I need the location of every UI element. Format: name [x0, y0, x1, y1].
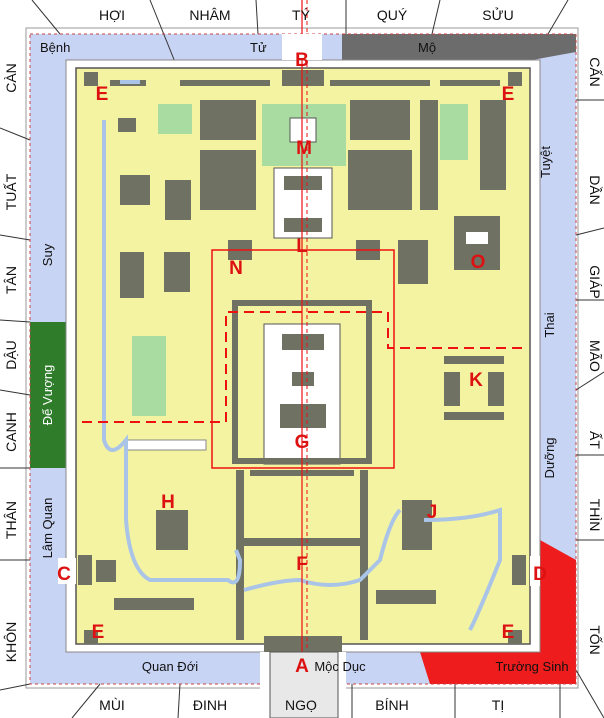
compass-hoi: HỢI	[99, 7, 125, 23]
compass-ton: TỐN	[587, 625, 604, 655]
compass-dan: DẦN	[587, 175, 603, 205]
marker-e-se: E	[502, 622, 515, 643]
building-j	[402, 500, 432, 550]
marker-e-sw: E	[92, 622, 105, 643]
marker-e-nw: E	[96, 84, 109, 105]
marker-o: O	[471, 252, 486, 273]
compass-ti: TỊ	[492, 697, 504, 713]
marker-f: F	[296, 554, 308, 575]
zone-outline-g	[211, 249, 395, 469]
marker-j: J	[427, 502, 438, 523]
marker-l: L	[296, 236, 308, 257]
marker-c: C	[57, 564, 71, 585]
stage-truong-sinh: Trường Sinh	[495, 659, 568, 674]
compass-thin: THÌN	[587, 499, 603, 532]
compass-quy: QUÝ	[377, 7, 408, 23]
stage-mo: Mộ	[418, 40, 436, 55]
west-buildings	[78, 72, 526, 656]
compass-binh: BÍNH	[375, 697, 408, 713]
compass-canh: CANH	[3, 412, 19, 452]
garden-nw	[158, 104, 192, 134]
water-channels	[102, 80, 502, 631]
marker-m: M	[296, 138, 312, 159]
compass-dinh: ĐINH	[193, 697, 227, 713]
marker-k: K	[469, 370, 483, 391]
building-h-roof	[125, 439, 207, 451]
west-gate	[58, 558, 76, 584]
stage-duong: Dưỡng	[542, 437, 557, 478]
garden-west	[132, 336, 166, 416]
stage-tuyet: Tuyệt	[538, 146, 553, 178]
stage-thai: Thai	[542, 312, 557, 337]
compass-ty: TÝ	[292, 7, 311, 23]
compass-can-right: CẤN	[587, 57, 603, 87]
compass-mao: MÃO	[587, 340, 603, 372]
compass-suu: SỬU	[482, 6, 513, 23]
garden-ne	[440, 104, 468, 160]
marker-e-ne: E	[502, 84, 515, 105]
north-gate	[282, 34, 322, 60]
compass-dau: DẬU	[3, 340, 19, 370]
stage-moc-duc: Mộc Dục	[314, 659, 366, 674]
compass-at: ẤT	[587, 431, 603, 449]
marker-n: N	[229, 258, 243, 279]
building-o-center	[466, 232, 488, 244]
stage-suy: Suy	[40, 243, 55, 266]
marker-g: G	[295, 432, 310, 453]
stage-benh: Bệnh	[40, 40, 70, 55]
stage-tu: Tử	[250, 40, 267, 55]
mo-section	[342, 34, 576, 60]
compass-khon: KHÔN	[3, 622, 19, 662]
truong-sinh-section	[420, 540, 576, 684]
marker-a: A	[295, 656, 309, 677]
stage-quan-doi: Quan Đới	[142, 659, 198, 674]
compass-ngo: NGỌ	[285, 697, 317, 713]
zone-dashed-lines	[82, 311, 526, 423]
east-gate	[530, 556, 540, 586]
compass-giap: GIÁP	[587, 265, 603, 298]
stage-de-vuong: Đế Vượng	[40, 365, 55, 426]
marker-h: H	[161, 492, 175, 513]
compass-can-left: CÀN	[3, 63, 19, 93]
compass-tuat: TUẤT	[3, 173, 19, 210]
marker-d: D	[533, 564, 547, 585]
de-vuong-section	[30, 322, 66, 468]
compass-mui: MÙI	[99, 697, 125, 713]
marker-b: B	[295, 50, 309, 71]
k-buildings	[444, 356, 504, 420]
south-gate-inner	[269, 651, 339, 718]
stage-lam-quan: Lâm Quan	[40, 498, 55, 559]
compass-nham: NHÂM	[189, 7, 230, 23]
building-h	[156, 510, 188, 550]
compass-tan: TÂN	[3, 266, 19, 294]
compass-than: THÂN	[3, 501, 19, 539]
